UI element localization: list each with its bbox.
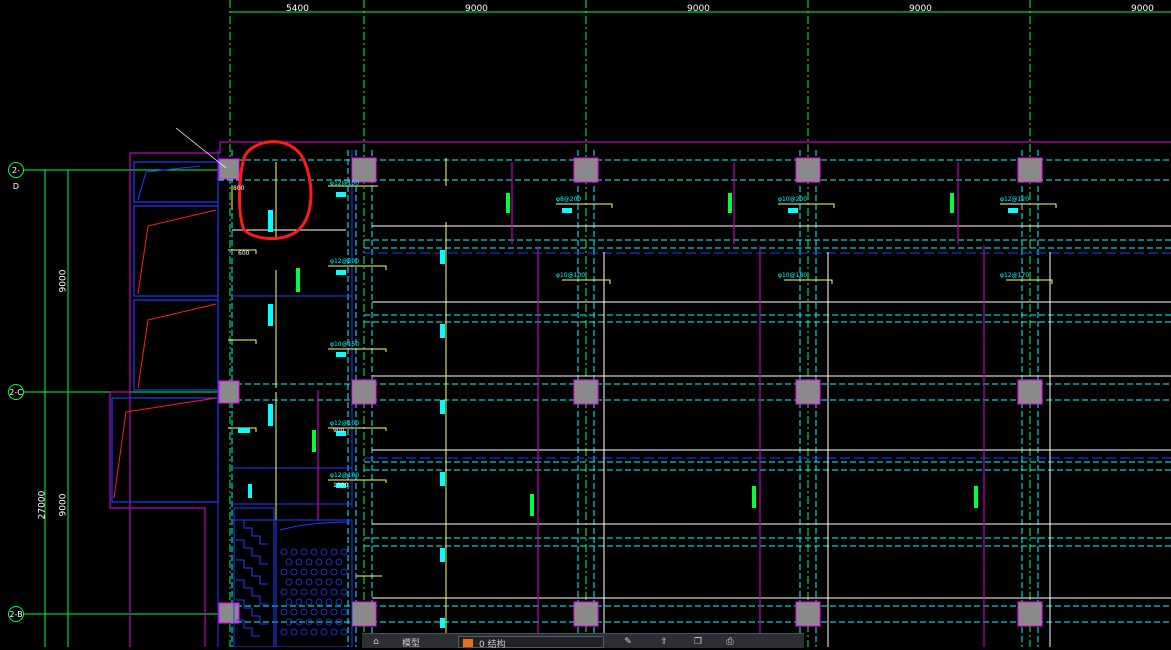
beam-label: φ12@150 [330,180,360,187]
rebar-lines-white [232,225,1171,647]
rebar-markers-yellow [228,158,1057,640]
rebar-text-blocks [238,192,1018,628]
leader-arrow [175,127,227,169]
beam-label: φ8@200 [556,196,582,203]
edit-icon[interactable]: ✎ [624,637,632,647]
building-outline [109,141,1171,647]
beam-label: φ10@100 [556,272,586,279]
layer-name-label: 0 结构 [479,640,506,650]
axis-bubble-row[interactable]: 2-C [8,384,24,400]
status-toolbar: ⌂ 模型 0 结构 ✎ ⇧ ❐ ⎙ [362,633,804,650]
top-dimension-line [229,0,1171,647]
beam-label: 800 [233,185,245,192]
balcony-panels [111,161,219,503]
top-dimension-label: 9000 [1131,4,1154,14]
top-dimension-label: 5400 [286,4,309,14]
beam-label: 600 [238,250,250,257]
stair-hatch [233,507,353,647]
wall-lines-magenta [317,162,985,647]
beam-label: 1000 [333,482,349,489]
top-dimension-label: 9000 [465,4,488,14]
stair-dots [280,548,348,636]
beam-label: φ10@150 [330,341,360,348]
left-dimension-label: 9000 [58,493,69,517]
beam-label: φ12@180 [330,472,360,479]
beam-label: φ10@180 [778,272,808,279]
beam-label: 900 [333,427,345,434]
left-dimension-label: 9000 [58,269,69,293]
columns [218,157,1043,627]
layer-color-swatch [463,639,473,647]
red-annotation-circle [238,140,313,240]
print-icon[interactable]: ⎙ [726,637,734,647]
left-dimension-lines [24,169,230,647]
axis-bubble-row[interactable]: 2-D [8,162,24,191]
axis-bubble-row[interactable]: 2-B [8,606,24,622]
beam-label: φ12@170 [1000,272,1030,279]
beam-label: φ12@120 [1000,196,1030,203]
layer-dropdown[interactable]: 0 结构 [458,636,604,650]
beam-label: φ12@100 [330,420,360,427]
beam-label: φ12@200 [330,258,360,265]
model-tab-label[interactable]: 模型 [402,639,421,649]
model-space-icon[interactable]: ⌂ [373,637,379,647]
left-dimension-label: 27000 [37,490,48,520]
beam-lines-horizontal [218,159,1171,623]
rebar-marks-green [296,193,978,516]
copy-icon[interactable]: ❐ [693,637,703,647]
upload-icon[interactable]: ⇧ [660,637,668,647]
top-dimension-label: 9000 [687,4,710,14]
beam-label: φ10@200 [778,196,808,203]
top-dimension-label: 9000 [909,4,932,14]
